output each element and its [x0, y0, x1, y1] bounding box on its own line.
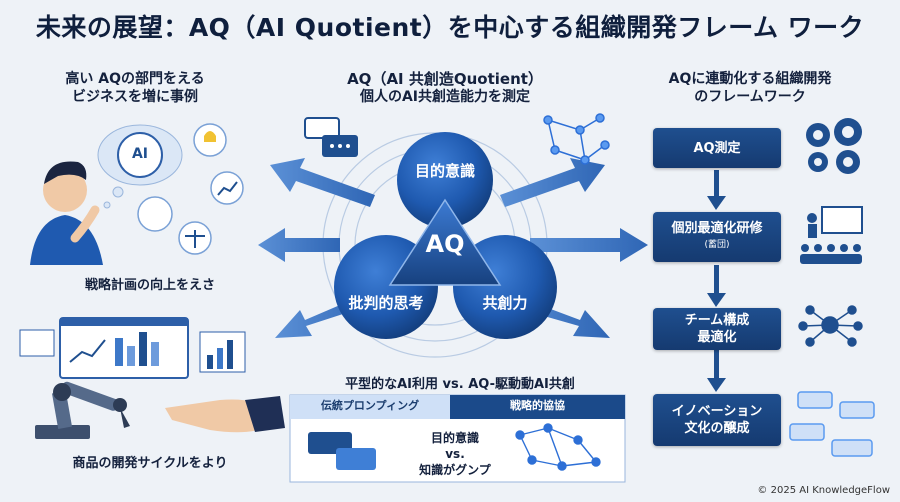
left-heading-line1: 高い AQの部門をえる [65, 71, 205, 87]
compare-title: 平型的なAI利用 vs. AQ-駆動動AI共創 [345, 377, 575, 392]
comparison-panel [289, 394, 626, 483]
center-heading: AQ（AI 共創造Quotient） 個人のAI共創造能力を測定 [310, 70, 580, 106]
step-innovation-label2: 文化の醸成 [684, 421, 750, 436]
circle-purpose-label: 目的意識 [414, 162, 475, 180]
step-training: 個別最適化研修 (蓄団) [653, 212, 781, 262]
tab-strategic[interactable]: 戦略的協協 [510, 399, 565, 412]
pointing-hand [165, 396, 285, 433]
step-aq-measurement-label: AQ測定 [693, 140, 741, 156]
flow-arrows [707, 170, 726, 392]
robot-arm [35, 381, 130, 439]
step-team-label2: 最適化 [697, 330, 737, 345]
step-training-sub: (蓄団) [704, 240, 730, 250]
ai-brain-label: AI [131, 146, 149, 162]
left-heading-line2: ビジネスを増に事例 [72, 89, 198, 105]
step-team-optimization: チーム構成 最適化 [653, 308, 781, 350]
gears-icon [806, 118, 862, 174]
center-heading-line2: 個人のAI共創造能力を測定 [359, 89, 531, 105]
team-network-icon [798, 305, 863, 347]
right-heading: AQに連動化する組織開発 のフレームワーク [640, 70, 860, 106]
chat-bubbles-top [304, 117, 358, 157]
left-caption-top: 戦略計画の向上をえさ [84, 278, 215, 293]
step-aq-measurement: AQ測定 [653, 128, 781, 168]
training-icon [800, 206, 863, 264]
thought-cloud [97, 123, 244, 255]
center-heading-line1: AQ（AI 共創造Quotient） [347, 70, 543, 88]
step-team-label: チーム構成 [684, 313, 750, 328]
copyright: © 2025 AI KnowledgeFlow [757, 485, 890, 496]
tab-traditional[interactable]: 伝統プロンプィング [320, 399, 420, 412]
compare-line2: vs. [445, 447, 465, 461]
right-heading-line1: AQに連動化する組織開発 [668, 71, 832, 87]
aq-triangle [388, 198, 502, 286]
innovation-chat-icon [789, 391, 875, 457]
compare-line1: 目的意識 [430, 431, 479, 445]
thinking-person [30, 161, 103, 265]
sphere-purpose [397, 132, 493, 228]
circle-cocreation-label: 共創力 [482, 294, 528, 312]
step-training-label: 個別最適化研修 [671, 221, 763, 236]
compare-line3: 知識がグンプ [419, 463, 491, 477]
right-heading-line2: のフレームワーク [694, 89, 806, 105]
left-caption-bottom: 商品の開発サイクルをより [72, 456, 228, 471]
network-top [543, 113, 610, 165]
compare-center-text: 目的意識 vs. 知識がグンプ [400, 430, 510, 478]
dashboard [19, 317, 246, 379]
left-heading: 高い AQの部門をえる ビジネスを増に事例 [40, 70, 230, 106]
aq-core-label: AQ [425, 230, 465, 258]
step-innovation-culture: イノベーション 文化の醸成 [653, 394, 781, 446]
circle-critical-label: 批判的思考 [348, 294, 424, 312]
page-title: 未来の展望：AQ（AI Quotient）を中心する組織開発フレーム ワーク [35, 13, 865, 42]
step-innovation-label: イノベーション [671, 404, 763, 419]
